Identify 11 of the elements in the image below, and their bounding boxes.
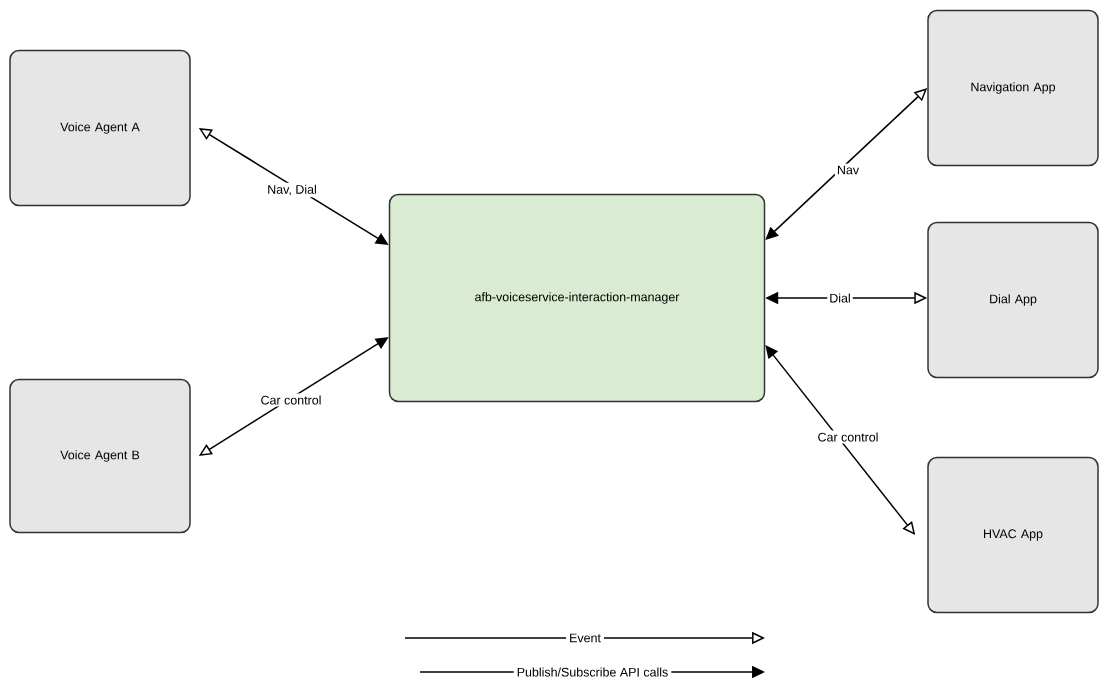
process-box: HVAC App — [927, 456, 1099, 614]
process-box: Navigation App — [927, 9, 1099, 167]
process-box: afb-voiceservice-interaction-manager — [388, 193, 766, 403]
process-box: Voice Agent A — [9, 49, 191, 207]
edge-label: Car control — [815, 430, 881, 444]
edge-label: Nav — [834, 163, 862, 177]
edge-label: Car control — [258, 393, 324, 407]
edge-label: Dial — [827, 291, 853, 305]
process-box: Dial App — [927, 221, 1099, 379]
edge-label: Nav, Dial — [265, 182, 319, 198]
process-box: Voice Agent B — [9, 378, 191, 534]
